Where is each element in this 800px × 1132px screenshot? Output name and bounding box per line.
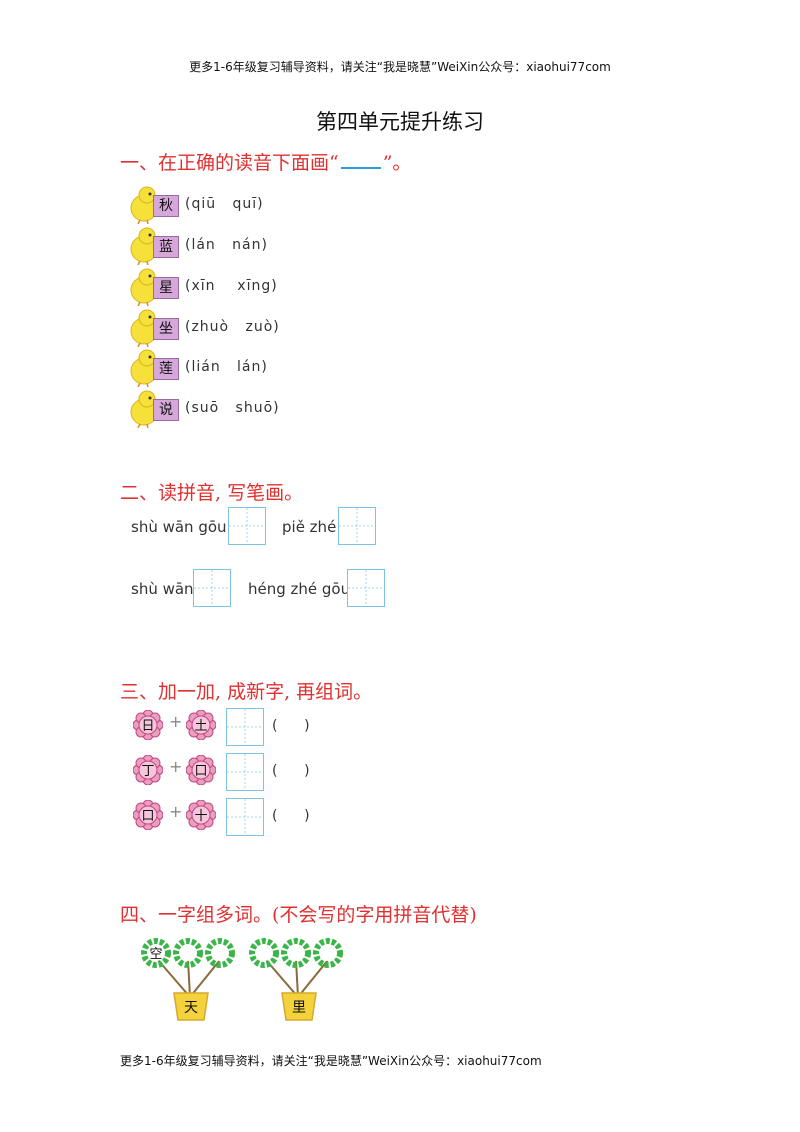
flower-icon [205, 938, 235, 968]
section2-heading: 二、读拼音, 写笔画。 [120, 482, 304, 504]
plus-sign: + [169, 757, 183, 776]
flower-badge-icon: 口 [132, 799, 164, 831]
hanzi-box: 说 [153, 399, 179, 421]
reading-item: 秋 (qiū quī) [127, 186, 427, 224]
plus-sign: + [169, 712, 183, 731]
flower-icon [173, 938, 203, 968]
hanzi-box: 星 [153, 277, 179, 299]
pinyin-options[interactable]: (xīn xīng) [185, 278, 278, 294]
reading-item: 说 (suō shuō) [127, 390, 427, 428]
reading-item: 星 (xīn xīng) [127, 268, 427, 306]
section2-item-1: shù wān gōu [131, 517, 227, 536]
pinyin-options[interactable]: (suō shuō) [185, 400, 280, 416]
pot-char: 里 [292, 1000, 306, 1016]
writing-grid[interactable] [193, 569, 231, 607]
section1-heading-after: ”。 [382, 152, 412, 174]
section2-item-3: shù wān [131, 579, 194, 598]
chick-icon [130, 309, 159, 347]
hanzi-box: 坐 [153, 318, 179, 340]
footer-note: 更多1-6年级复习辅导资料，请关注“我是晓慧”WeiXin公众号：xiaohui… [120, 1054, 542, 1068]
svg-text:丁: 丁 [141, 764, 154, 779]
section1-heading-before: 一、在正确的读音下面画“ [120, 152, 339, 174]
pinyin-options[interactable]: (zhuò zuò) [185, 319, 280, 335]
word-answer-blank[interactable]: ( ) [272, 808, 310, 824]
hanzi-box: 秋 [153, 195, 179, 217]
writing-grid[interactable] [347, 569, 385, 607]
writing-grid[interactable] [226, 798, 264, 836]
pinyin-options[interactable]: (lián lán) [185, 359, 268, 375]
word-answer-blank[interactable]: ( ) [272, 763, 310, 779]
flower-badge-icon: 十 [185, 799, 217, 831]
flower-icon [141, 938, 171, 968]
writing-grid[interactable] [226, 708, 264, 746]
flower-char: 空 [149, 947, 162, 962]
flower-badge-icon: 土 [185, 709, 217, 741]
reading-item: 蓝 (lán nán) [127, 227, 427, 265]
hanzi-box: 蓝 [153, 236, 179, 258]
header-note: 更多1-6年级复习辅导资料，请关注“我是晓慧”WeiXin公众号：xiaohui… [189, 60, 611, 74]
section2-item-2: piě zhé [282, 517, 336, 536]
pinyin-options[interactable]: (lán nán) [185, 237, 268, 253]
page-title: 第四单元提升练习 [316, 110, 484, 134]
flower-badge-icon: 日 [132, 709, 164, 741]
section2-item-4: héng zhé gōu [248, 579, 350, 598]
flower-pot-2: 里 [249, 938, 343, 1021]
pot-char: 天 [184, 1000, 198, 1016]
pinyin-label: héng zhé gōu [248, 580, 351, 598]
reading-item: 莲 (lián lán) [127, 349, 427, 387]
plus-sign: + [169, 802, 183, 821]
reading-item: 坐 (zhuò zuò) [127, 309, 427, 347]
flower-badge-icon: 口 [185, 754, 217, 786]
pinyin-label: shù wān [131, 580, 194, 598]
word-answer-blank[interactable]: ( ) [272, 718, 310, 734]
flower-pot-1: 空 天 [141, 938, 235, 1021]
svg-text:口: 口 [194, 764, 207, 779]
flower-icon [281, 938, 311, 968]
flower-badge-icon: 丁 [132, 754, 164, 786]
writing-grid[interactable] [226, 753, 264, 791]
hanzi-box: 莲 [153, 358, 179, 380]
section3-heading: 三、加一加, 成新字, 再组词。 [120, 681, 373, 703]
svg-text:土: 土 [194, 719, 207, 734]
pinyin-label: piě zhé [282, 518, 337, 536]
writing-grid[interactable] [228, 507, 266, 545]
flower-icon [313, 938, 343, 968]
pinyin-options[interactable]: (qiū quī) [185, 196, 264, 212]
section1-heading: 一、在正确的读音下面画“ ”。 [120, 148, 411, 175]
pinyin-label: shù wān gōu [131, 518, 227, 536]
word-flower-pots: 空 天 里 [141, 938, 343, 1021]
svg-text:口: 口 [141, 809, 154, 824]
flower-icon [249, 938, 279, 968]
section4-heading: 四、一字组多词。(不会写的字用拼音代替) [120, 904, 477, 926]
svg-text:十: 十 [194, 809, 207, 824]
writing-grid[interactable] [338, 507, 376, 545]
svg-text:日: 日 [141, 719, 154, 734]
answer-blank [340, 149, 381, 169]
chick-icon [130, 227, 159, 265]
